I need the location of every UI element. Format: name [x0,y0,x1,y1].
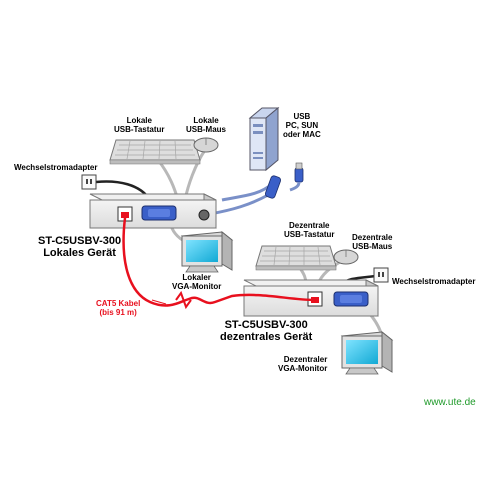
remote-power-outlet-icon [373,267,389,283]
label-local-monitor: Lokaler VGA-Monitor [172,273,222,291]
remote-mouse-icon [333,249,359,265]
local-device-box [89,193,217,229]
cat5-cable-break [175,290,192,310]
label-local-keyboard: Lokale USB-Tastatur [114,116,165,134]
label-local-device: ST-C5USBV-300 Lokales Gerät [38,235,122,260]
label-remote-mouse: Dezentrale USB-Maus [352,233,393,251]
local-power-outlet-icon [81,174,97,190]
label-remote-adapter: Wechselstromadapter [392,277,476,286]
local-mouse-icon [193,137,219,153]
remote-device-box [243,279,379,317]
remote-keyboard-icon [255,245,337,271]
label-remote-keyboard: Dezentrale USB-Tastatur [284,221,335,239]
pc-tower-icon [248,106,280,172]
label-local-mouse: Lokale USB-Maus [186,116,227,134]
local-rj45-plug [121,212,129,218]
pc-vga-plug-icon [264,175,282,199]
local-keyboard-icon [109,139,201,165]
label-cat5-cable: CAT5 Kabel (bis 91 m) [96,299,141,317]
cat5-label-leader [151,299,167,305]
pc-usb-plug-icon [289,162,304,192]
label-remote-monitor: Dezentraler VGA-Monitor [278,355,328,373]
local-power-jack [198,209,210,221]
local-monitor-icon [180,230,234,273]
website-link[interactable]: www.ute.de [424,397,476,408]
cat5-cable [122,216,317,307]
remote-monitor-icon [340,330,394,375]
label-local-adapter: Wechselstromadapter [14,163,98,172]
label-pc: USB PC, SUN oder MAC [283,112,321,139]
label-remote-device: ST-C5USBV-300 dezentrales Gerät [220,319,313,344]
